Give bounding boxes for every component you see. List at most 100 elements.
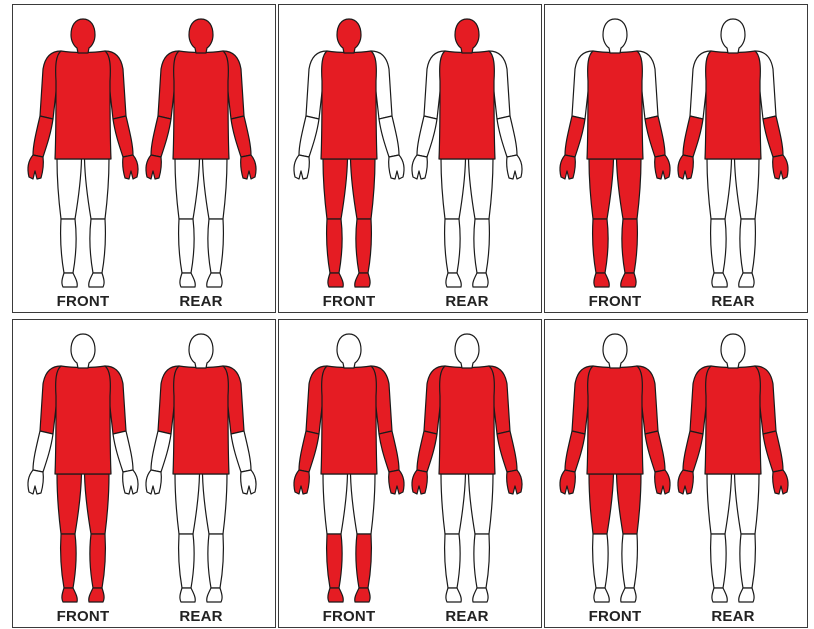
head [189,19,213,53]
left-thighs [441,474,466,534]
right-hands [241,155,256,179]
right-thighs [351,474,376,534]
left-hands [560,470,575,494]
rear-body-figure [678,334,788,602]
rear-body-figure [412,334,522,602]
body-figures-4 [13,320,277,629]
front-label: FRONT [575,608,655,625]
left-forearms [417,116,437,157]
body-figures-2 [279,5,543,314]
left-hands [28,470,43,494]
left-forearms [151,431,171,472]
right-feet [89,273,104,287]
left-feet [328,273,343,287]
front-label: FRONT [309,608,389,625]
right-thighs [617,474,642,534]
right-feet [621,273,636,287]
right-thighs [203,159,228,219]
right-thighs [351,159,376,219]
right-shins [622,534,637,588]
right-forearms [379,116,399,157]
right-shins [474,219,489,273]
right-feet [473,273,488,287]
left-shins [711,534,726,588]
head [71,19,95,53]
left-thighs [57,474,82,534]
head [455,19,479,53]
left-shins [179,534,194,588]
left-feet [594,588,609,602]
right-forearms [231,116,251,157]
right-feet [739,588,754,602]
rear-body-figure [678,19,788,287]
torso [55,51,111,159]
torso [321,366,377,474]
front-body-figure [28,19,138,287]
left-shins [327,534,342,588]
rear-body-figure [146,19,256,287]
right-hands [389,470,404,494]
left-hands [678,155,693,179]
left-forearms [33,116,53,157]
left-thighs [323,159,348,219]
left-forearms [683,431,703,472]
rear-label: REAR [693,608,773,625]
right-feet [739,273,754,287]
left-forearms [299,431,319,472]
left-feet [446,273,461,287]
left-hands [560,155,575,179]
torso [173,366,229,474]
rear-label: REAR [427,608,507,625]
coverage-panel-5: FRONT REAR [278,319,542,628]
right-hands [507,470,522,494]
left-feet [180,588,195,602]
left-thighs [441,159,466,219]
left-thighs [57,159,82,219]
right-shins [740,219,755,273]
right-hands [241,470,256,494]
torso [587,366,643,474]
right-shins [474,534,489,588]
head [455,334,479,368]
right-feet [207,588,222,602]
torso [705,366,761,474]
head [603,19,627,53]
head [603,334,627,368]
left-thighs [589,159,614,219]
right-thighs [203,474,228,534]
right-thighs [85,474,110,534]
torso [587,51,643,159]
left-thighs [323,474,348,534]
right-forearms [763,431,783,472]
left-hands [294,155,309,179]
right-forearms [379,431,399,472]
left-shins [593,534,608,588]
right-shins [622,219,637,273]
left-shins [445,534,460,588]
left-thighs [707,474,732,534]
right-thighs [735,474,760,534]
left-hands [412,470,427,494]
right-feet [355,273,370,287]
right-forearms [113,431,133,472]
rear-label: REAR [161,608,241,625]
left-thighs [175,474,200,534]
left-thighs [175,159,200,219]
rear-label: REAR [161,293,241,310]
front-label: FRONT [575,293,655,310]
right-thighs [469,474,494,534]
left-feet [328,588,343,602]
right-thighs [617,159,642,219]
right-hands [123,470,138,494]
head [721,19,745,53]
right-hands [655,470,670,494]
head [189,334,213,368]
left-feet [446,588,461,602]
right-hands [123,155,138,179]
left-feet [594,273,609,287]
left-forearms [417,431,437,472]
right-feet [621,588,636,602]
left-hands [294,470,309,494]
